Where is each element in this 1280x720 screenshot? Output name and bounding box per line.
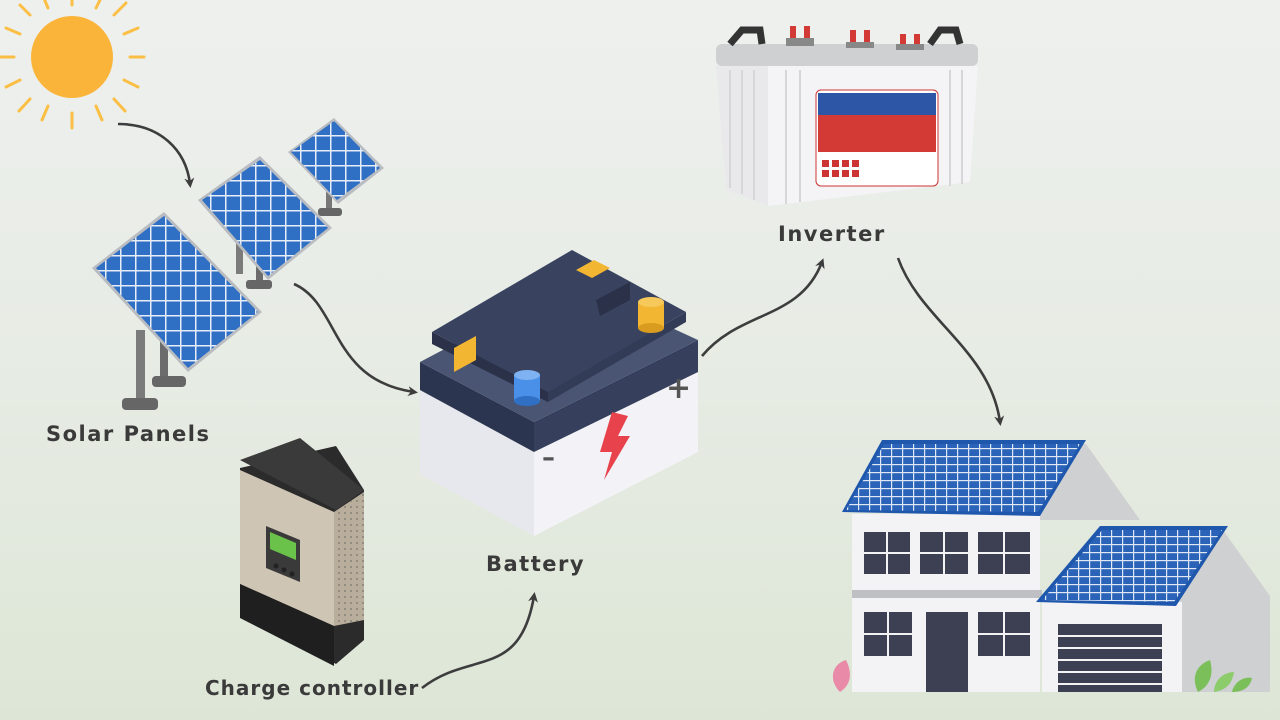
battery-label: Battery xyxy=(486,552,586,576)
lightning-bolt-icon xyxy=(600,412,630,480)
solar-panels-label: Solar Panels xyxy=(46,422,211,446)
solar-panels xyxy=(92,118,384,410)
arrow-inverter-to-house xyxy=(896,257,1005,426)
arrow-controller-to-battery xyxy=(421,592,538,690)
flow-arrows xyxy=(117,122,1005,690)
positive-terminal xyxy=(638,297,664,333)
negative-symbol: – xyxy=(542,443,555,473)
charge-controller xyxy=(240,438,364,666)
positive-symbol: + xyxy=(666,371,691,406)
house xyxy=(832,440,1270,692)
arrow-panels-to-battery xyxy=(293,282,418,397)
inverter-label: Inverter xyxy=(778,222,886,246)
inverter xyxy=(716,26,978,206)
arrow-sun-to-panels xyxy=(117,122,195,188)
battery: + – xyxy=(420,250,698,536)
sun-icon xyxy=(0,0,146,130)
charge-controller-label: Charge controller xyxy=(205,676,420,700)
arrow-battery-to-inverter xyxy=(700,258,825,357)
negative-terminal xyxy=(514,370,540,406)
